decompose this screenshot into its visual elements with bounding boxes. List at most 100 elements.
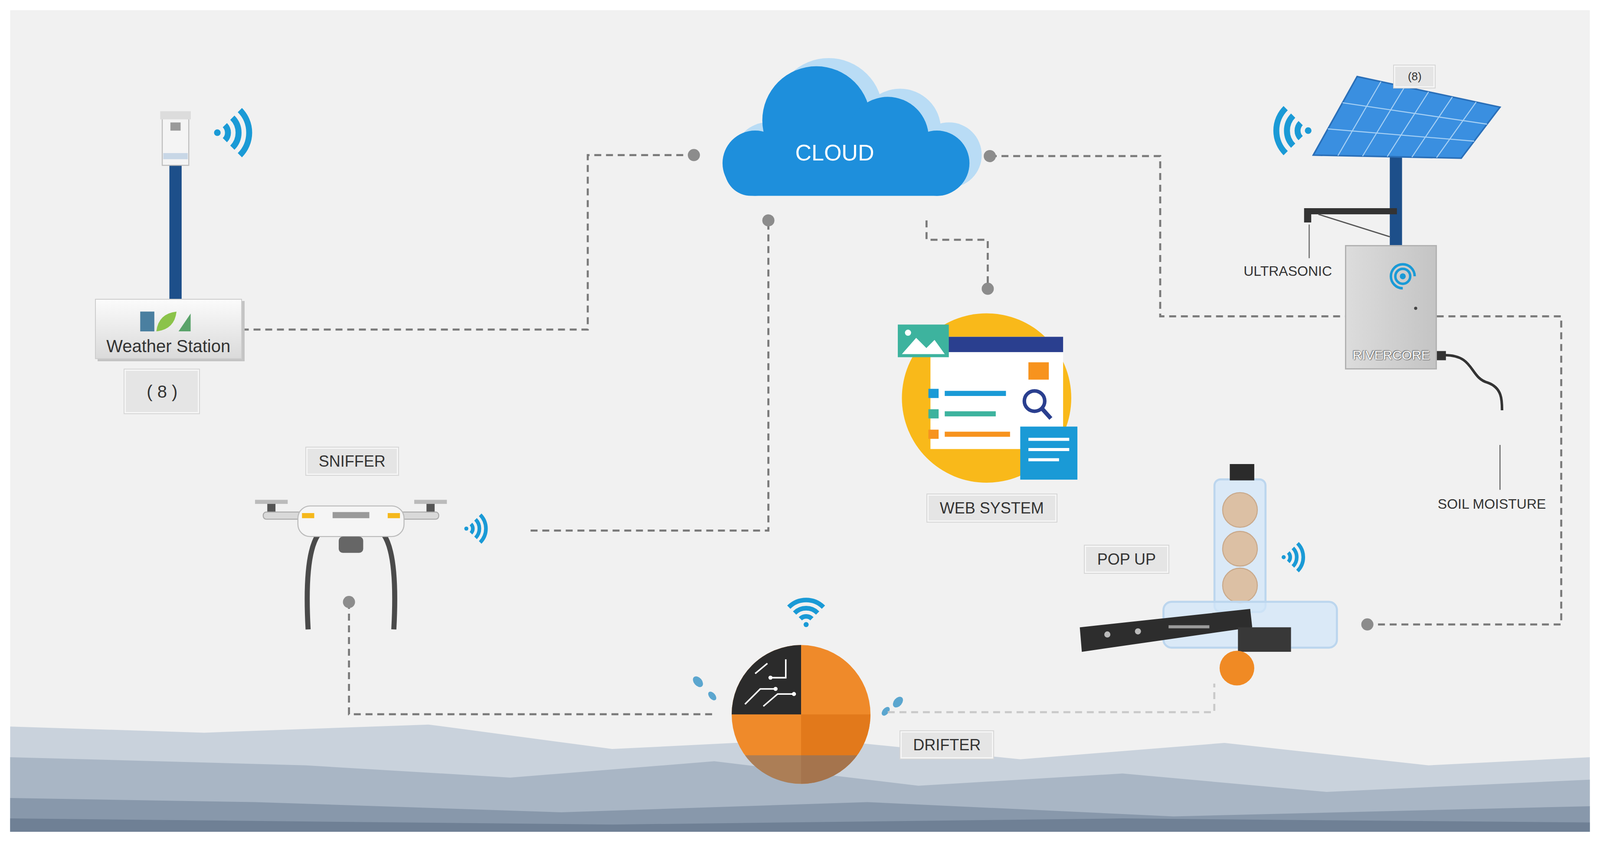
wifi-icon — [1304, 127, 1312, 135]
drifter-ball-art — [773, 686, 778, 691]
drone-device-art — [297, 506, 405, 537]
solar-mast — [1305, 208, 1398, 215]
popup-device-art — [1229, 464, 1254, 481]
weather-mast — [170, 122, 181, 131]
connector-dot — [762, 214, 775, 227]
panel-grid — [1436, 101, 1476, 158]
cloud-label: CLOUD — [795, 140, 874, 167]
wifi-icon — [1297, 543, 1304, 572]
wifi-icon — [480, 514, 486, 543]
panel-grid — [1328, 128, 1475, 141]
weather-mast — [163, 153, 188, 160]
wifi-icon — [788, 600, 824, 608]
water-hills — [10, 818, 1591, 832]
popup-device-art — [1237, 627, 1291, 652]
wifi-icon — [213, 110, 249, 156]
panel-grid — [1362, 86, 1405, 157]
drifter-ball-art — [791, 691, 796, 696]
count-box: ( 8 ) — [124, 369, 200, 414]
device-tag: WEB SYSTEM — [927, 494, 1057, 522]
wifi-icon — [1276, 107, 1286, 154]
web-system-art — [897, 324, 949, 357]
sensor-cable — [1436, 350, 1503, 410]
wifi-icon — [794, 608, 818, 613]
device-box: Weather Station — [94, 298, 243, 360]
web-system-art — [902, 337, 946, 355]
panel-grid — [1328, 81, 1488, 158]
solar-mast — [1389, 150, 1402, 247]
connector-dot — [981, 282, 994, 295]
web-system-art — [897, 288, 1080, 526]
callout-number: ( 8 ) — [146, 381, 178, 402]
popup-device-art — [1222, 531, 1258, 567]
weather-mast — [160, 111, 191, 120]
part-label: SOIL MOISTURE — [1437, 496, 1547, 513]
wifi-icon — [803, 621, 809, 628]
wifi-icon — [224, 125, 228, 141]
wifi-icon — [239, 110, 249, 156]
popup-device-art — [1066, 464, 1368, 684]
drone-device-art — [338, 536, 364, 553]
cloud-shape: CLOUD — [693, 61, 990, 221]
drone-device-art — [383, 534, 396, 630]
drone-device-art — [255, 500, 288, 504]
water-splash — [690, 674, 706, 690]
drifter-ball-art — [744, 659, 794, 707]
web-system-art — [928, 429, 940, 439]
device-box-art — [156, 311, 177, 332]
device-name: RIVERCORE — [1352, 347, 1430, 364]
solar-mast — [1313, 76, 1501, 158]
dashed-connector — [989, 156, 1345, 317]
station-cabinet-art — [1390, 264, 1415, 288]
drifter-ball-art — [714, 592, 888, 786]
water-splash — [706, 690, 718, 702]
wifi-icon — [213, 107, 1312, 628]
wifi-icon — [1292, 547, 1297, 567]
drifter-ball-art — [744, 755, 858, 784]
popup-device-art — [1168, 625, 1210, 629]
connector-dot — [1361, 618, 1374, 631]
dashed-connector — [926, 220, 988, 289]
wifi-icon — [800, 616, 812, 619]
leader-line — [1308, 224, 1500, 491]
connector-dot — [983, 150, 996, 163]
wifi-icon — [1281, 555, 1286, 560]
wifi-icon — [475, 519, 480, 539]
web-system-art — [945, 431, 1011, 437]
drone-device-art — [307, 534, 319, 630]
station-cabinet-art — [1413, 306, 1417, 310]
panel-grid — [1411, 97, 1453, 158]
leader-line — [1308, 224, 1310, 259]
drone-device-art — [387, 513, 400, 519]
popup-device-art — [1079, 609, 1253, 653]
weather-mast — [160, 111, 191, 300]
wifi-icon — [464, 526, 468, 531]
weather-mast — [169, 163, 182, 300]
popup-device-art — [1134, 628, 1141, 635]
web-system-art — [1024, 390, 1045, 412]
wifi-icon — [1286, 115, 1293, 146]
popup-device-art — [1214, 479, 1266, 613]
count-box: (8) — [1393, 65, 1435, 89]
wifi-icon — [1281, 543, 1304, 572]
web-system: WEB SYSTEM — [897, 288, 1080, 526]
popup-device: POP UP — [1066, 464, 1368, 684]
connector-dot — [343, 595, 356, 609]
popup-device-art — [1104, 631, 1111, 638]
web-system-art — [1028, 362, 1049, 380]
device-tag: SNIFFER — [306, 447, 399, 475]
drifter-ball-art — [731, 644, 802, 715]
drifter-ball-art — [768, 675, 773, 680]
device-tag: DRIFTER — [900, 731, 994, 759]
connector-dot — [687, 149, 701, 162]
wifi-icon — [232, 117, 239, 148]
cloud-shape-art — [722, 66, 970, 197]
station-cabinet: RIVERCORE — [1344, 245, 1437, 370]
web-system-art — [1041, 408, 1051, 419]
wifi-icon — [1276, 107, 1312, 154]
web-system-art — [930, 336, 1064, 352]
dashed-connector — [887, 683, 1215, 713]
sensor-cable — [1444, 355, 1502, 411]
